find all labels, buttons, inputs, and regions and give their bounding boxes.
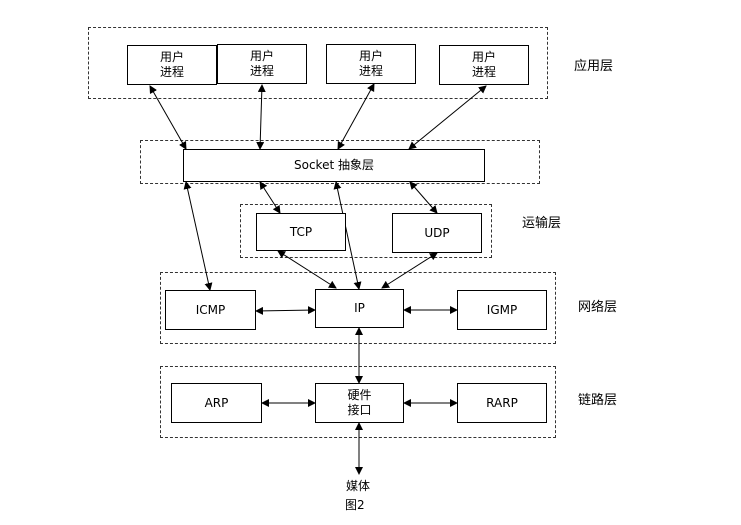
user-process-box-1: 用户 进程 bbox=[127, 45, 217, 85]
arrow-proc3-socket bbox=[337, 83, 375, 150]
udp-box: UDP bbox=[392, 213, 482, 253]
igmp-label: IGMP bbox=[486, 302, 518, 317]
udp-label: UDP bbox=[424, 225, 450, 240]
arrow-socket-tcp bbox=[259, 181, 281, 214]
ip-label: IP bbox=[354, 301, 365, 315]
arrow-udp-ip bbox=[381, 252, 438, 289]
hardware-interface-box: 硬件 接口 bbox=[315, 383, 404, 423]
application-layer-label: 应用层 bbox=[574, 59, 614, 74]
arrow-tcp-ip bbox=[277, 250, 337, 289]
socket-abstraction-label: Socket 抽象层 bbox=[294, 158, 374, 172]
icmp-label: ICMP bbox=[195, 302, 226, 317]
hardware-interface-label: 硬件 接口 bbox=[347, 388, 372, 417]
rarp-label: RARP bbox=[486, 395, 518, 410]
arrow-socket-ip bbox=[333, 181, 362, 290]
user-process-2-label: 用户 进程 bbox=[249, 49, 274, 78]
socket-abstraction-box: Socket 抽象层 bbox=[183, 149, 485, 182]
figure-caption: 图2 bbox=[345, 498, 365, 512]
arrow-icmp-ip bbox=[255, 306, 316, 315]
arp-box: ARP bbox=[171, 383, 262, 423]
link-layer-label: 链路层 bbox=[578, 393, 618, 408]
arrow-proc4-socket bbox=[408, 85, 487, 150]
rarp-box: RARP bbox=[457, 383, 547, 423]
arrow-proc1-socket bbox=[149, 85, 187, 150]
user-process-1-label: 用户 进程 bbox=[159, 50, 184, 79]
user-process-4-label: 用户 进程 bbox=[471, 50, 496, 79]
user-process-box-2: 用户 进程 bbox=[217, 44, 307, 84]
arrow-socket-udp bbox=[409, 181, 438, 214]
tcp-box: TCP bbox=[256, 213, 346, 251]
user-process-box-4: 用户 进程 bbox=[439, 45, 529, 85]
network-layer-label: 网络层 bbox=[578, 300, 618, 315]
igmp-box: IGMP bbox=[457, 290, 547, 330]
arrow-proc2-socket bbox=[256, 84, 266, 150]
arp-label: ARP bbox=[204, 395, 229, 410]
user-process-box-3: 用户 进程 bbox=[326, 44, 416, 84]
transport-layer-label: 运输层 bbox=[522, 216, 562, 231]
icmp-box: ICMP bbox=[165, 290, 256, 330]
arrow-socket-icmp bbox=[183, 181, 213, 291]
transport-layer-frame bbox=[240, 204, 492, 258]
ip-box: IP bbox=[315, 289, 404, 328]
user-process-3-label: 用户 进程 bbox=[358, 49, 383, 78]
application-layer-frame bbox=[88, 27, 548, 99]
media-label: 媒体 bbox=[346, 479, 371, 493]
tcp-label: TCP bbox=[289, 224, 313, 239]
